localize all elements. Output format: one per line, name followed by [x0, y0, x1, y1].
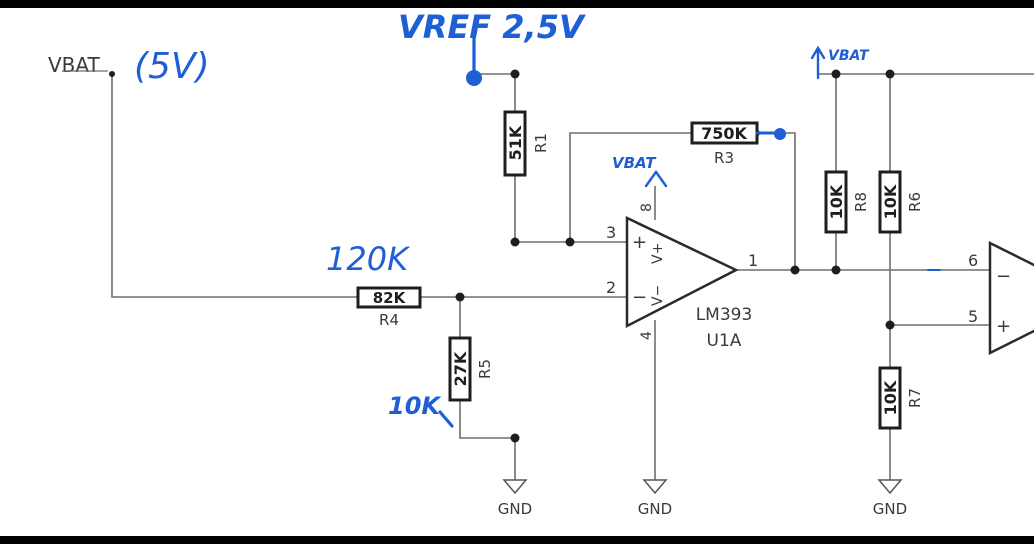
annotation-r5-new-value: 10K — [388, 392, 454, 428]
annotation-vref: VREF 2,5V — [398, 8, 586, 86]
r7-ref: R7 — [906, 388, 924, 408]
gnd-1-label: GND — [498, 500, 532, 518]
pin2-number: 2 — [606, 278, 616, 297]
comparator-ref: U1A — [707, 331, 742, 351]
schematic-diagram: 51K R1 750K R3 82K R4 27K R5 — [48, 8, 1034, 518]
vbat-feedback-arrow — [644, 169, 668, 188]
resistor-r1: 51K R1 — [503, 110, 550, 177]
wire-feedback-right — [757, 132, 796, 270]
junction-dots — [109, 69, 895, 443]
gnd-symbol-1: GND — [498, 479, 532, 518]
annotation-r4-text: 120K — [326, 240, 411, 278]
resistor-r7: 10K R7 — [878, 366, 924, 430]
junction-feedback — [565, 237, 575, 247]
vbat-left-label: VBAT — [48, 53, 108, 77]
gnd-symbol-3: GND — [873, 479, 907, 518]
junction-output-2 — [831, 265, 841, 275]
r3-value: 750K — [701, 124, 747, 143]
wire-r6 — [889, 74, 990, 326]
resistor-r5: 27K R5 — [448, 336, 494, 402]
gnd-symbol-2: GND — [638, 479, 672, 518]
wire-vbat-to-r4 — [111, 74, 358, 298]
pin5-sign: + — [996, 316, 1011, 337]
r3-ref: R3 — [714, 149, 734, 167]
wire-r5-to-gnd — [459, 400, 516, 480]
junction-r4-r5 — [455, 292, 465, 302]
junction-rail-2 — [885, 69, 895, 79]
vcc-pin-label: V+ — [650, 243, 666, 264]
junction-vref — [510, 69, 520, 79]
plus-input-sign: + — [632, 232, 647, 253]
annotation-r4-new-value: 120K — [326, 240, 411, 278]
r1-value: 51K — [506, 125, 525, 160]
r6-ref: R6 — [906, 192, 924, 212]
junction-output-1 — [790, 265, 800, 275]
vbat-left-text: VBAT — [48, 53, 101, 77]
schematic-sheet: 51K R1 750K R3 82K R4 27K R5 — [0, 8, 1034, 536]
wire-feedback-left — [569, 132, 692, 242]
junction-rail-1 — [831, 69, 841, 79]
r8-ref: R8 — [852, 192, 870, 212]
junction-vbat-left — [109, 71, 115, 77]
comparator-part: LM393 — [696, 305, 753, 325]
r3-pullup-dot — [774, 128, 786, 140]
annotation-5v: (5V) — [134, 46, 210, 87]
annotation-r5-text: 10K — [388, 392, 442, 420]
vee-pin-label: V− — [650, 285, 666, 306]
junction-r1-bottom — [510, 237, 520, 247]
r5-value: 27K — [451, 351, 470, 386]
resistor-r8: 10K R8 — [824, 170, 870, 234]
r4-ref: R4 — [379, 311, 399, 329]
resistor-r6: 10K R6 — [878, 170, 924, 234]
r8-value: 10K — [827, 184, 846, 219]
comparator-u1a: 3 2 1 8 4 + − V+ V− LM393 U1A — [606, 203, 758, 351]
gnd-3-label: GND — [873, 500, 907, 518]
pin5-number: 5 — [968, 307, 978, 326]
gnd-2-label: GND — [638, 500, 672, 518]
pin3-number: 3 — [606, 223, 616, 242]
r6-value: 10K — [881, 184, 900, 219]
annotation-vbat-right-text: VBAT — [828, 48, 870, 64]
r4-value: 82K — [373, 289, 407, 307]
comparator-b-triangle — [988, 240, 1034, 356]
junction-r6-r7 — [885, 320, 895, 330]
vref-node-dot — [466, 70, 482, 86]
pin1-number: 1 — [748, 251, 758, 270]
junction-r5-gnd — [510, 433, 520, 443]
r1-ref: R1 — [532, 133, 550, 153]
comparator-triangle — [625, 216, 739, 329]
vbat-right-arrow — [810, 45, 826, 80]
annotation-vbat-feedback-text: VBAT — [612, 154, 657, 172]
annotation-vbat-right: VBAT — [810, 45, 870, 80]
annotation-5v-text: (5V) — [134, 46, 210, 87]
resistor-r4: 82K R4 — [356, 286, 422, 329]
pin6-number: 6 — [968, 251, 978, 270]
r7-value: 10K — [881, 380, 900, 415]
annotation-vbat-feedback: VBAT — [612, 128, 786, 188]
pin4-number: 4 — [639, 331, 655, 340]
pin6-sign: − — [996, 266, 1011, 287]
annotation-vref-text: VREF 2,5V — [398, 8, 586, 46]
minus-input-sign: − — [632, 287, 647, 308]
pin8-number: 8 — [639, 203, 655, 212]
r5-ref: R5 — [476, 359, 494, 379]
r5-annotation-arrow — [438, 410, 454, 428]
comparator-u1b-partial: 6 5 − + — [968, 240, 1034, 356]
resistor-r3: 750K R3 — [690, 121, 759, 167]
